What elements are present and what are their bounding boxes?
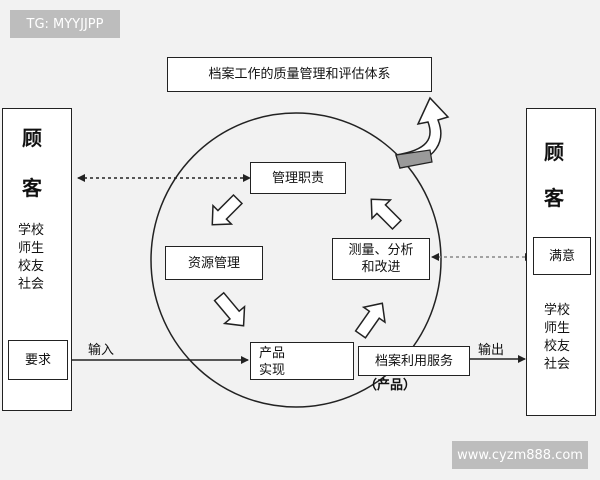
resource-management-label: 资源管理: [187, 255, 240, 271]
resource-management-box: 资源管理: [165, 246, 263, 280]
product-realization-box: 产品 实现: [250, 342, 354, 380]
measurement-analysis-box: 测量、分析 和改进: [332, 238, 430, 280]
left-member-teachers: 师生: [18, 241, 45, 256]
satisfaction-label: 满意: [548, 248, 575, 264]
watermark-bottom: www.cyzm888.com: [452, 441, 588, 469]
block-arrow-resource-to-product: [213, 291, 246, 327]
input-label: 输入: [88, 343, 115, 358]
left-member-society: 社会: [18, 277, 45, 292]
system-title-box: 档案工作的质量管理和评估体系: [167, 57, 432, 92]
block-arrow-service-to-measurement: [354, 302, 386, 339]
system-title: 档案工作的质量管理和评估体系: [208, 67, 391, 82]
right-customer-title-2: 客: [544, 186, 564, 210]
management-responsibility-label: 管理职责: [271, 170, 324, 186]
measurement-label-line1: 测量、分析: [348, 243, 414, 258]
product-realization-line2: 实现: [259, 363, 286, 378]
left-customer-title-2: 客: [22, 176, 42, 200]
archive-service-label: 档案利用服务: [374, 353, 453, 369]
watermark-top: TG: MYYJJPP: [10, 10, 120, 38]
output-label: 输出: [478, 343, 505, 358]
curved-improvement-arrow: [395, 96, 450, 169]
satisfaction-box: 满意: [533, 237, 591, 275]
archive-service-box: 档案利用服务: [358, 346, 470, 376]
management-responsibility-box: 管理职责: [250, 162, 346, 194]
block-arrow-measurement-to-management: [370, 198, 403, 231]
block-arrow-management-to-resource: [211, 193, 244, 226]
right-member-alumni: 校友: [544, 339, 571, 354]
left-member-school: 学校: [18, 223, 45, 238]
left-member-alumni: 校友: [18, 259, 45, 274]
requirement-label: 要求: [24, 352, 51, 368]
archive-service-note: （产品）: [364, 378, 417, 393]
left-customer-title-1: 顾: [22, 126, 42, 150]
right-customer-title-1: 顾: [544, 140, 564, 164]
measurement-label-line2: 和改进: [361, 260, 401, 275]
right-member-teachers: 师生: [544, 321, 571, 336]
requirement-box: 要求: [8, 340, 68, 380]
right-member-school: 学校: [544, 303, 571, 318]
product-realization-line1: 产品: [259, 346, 286, 361]
right-member-society: 社会: [544, 357, 571, 372]
